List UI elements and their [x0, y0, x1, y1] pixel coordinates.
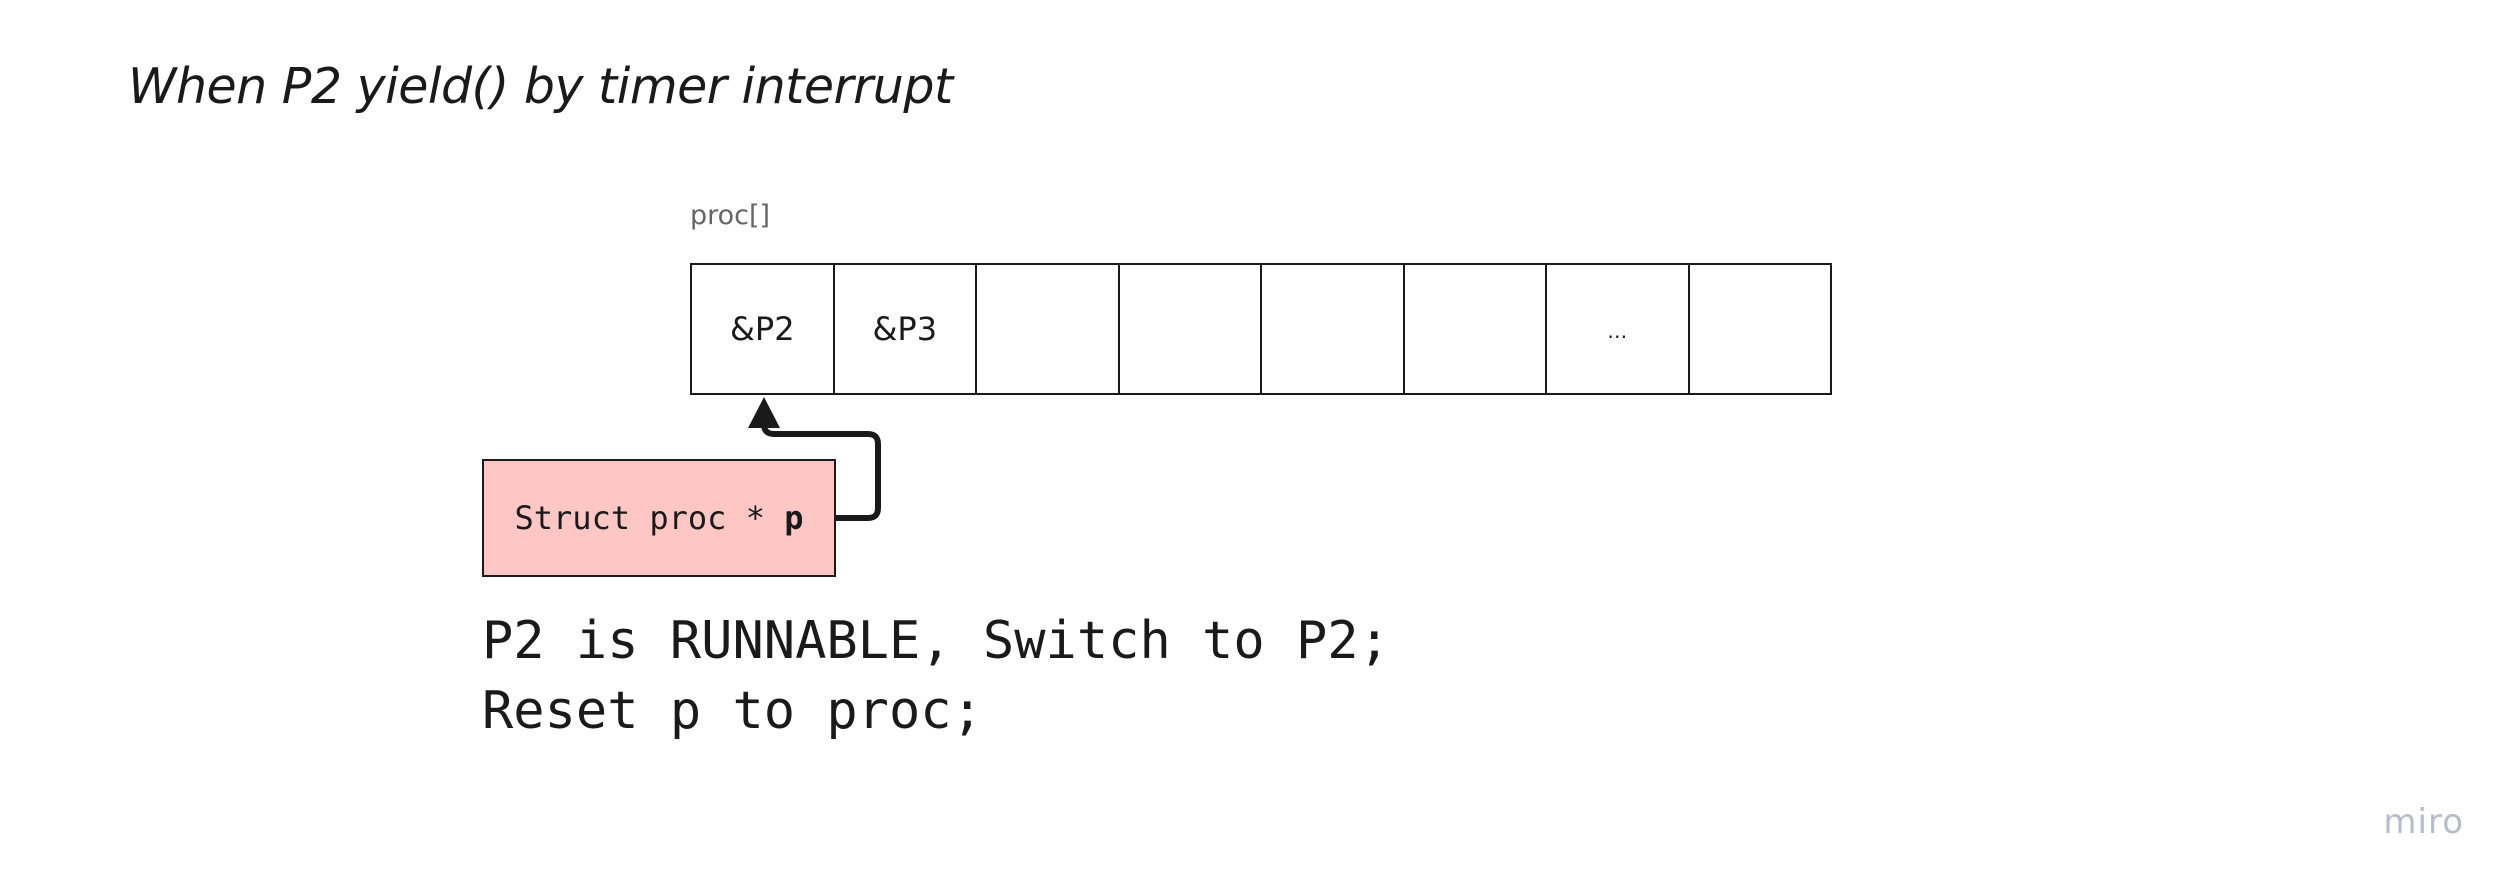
- description-line: P2 is RUNNABLE, Switch to P2;: [482, 611, 1390, 671]
- array-cell: [977, 265, 1120, 393]
- pointer-type-text: Struct proc *: [514, 499, 785, 537]
- array-cell: [1120, 265, 1262, 393]
- description-text: P2 is RUNNABLE, Switch to P2; Reset p to …: [482, 606, 1390, 746]
- array-label: proc[]: [690, 200, 771, 231]
- pointer-variable-box: Struct proc * p: [482, 459, 836, 577]
- array-cell-ellipsis: …: [1547, 265, 1690, 393]
- pointer-variable-name: p: [784, 499, 804, 537]
- array-cell: &P2: [692, 265, 835, 393]
- array-cell: [1690, 265, 1832, 393]
- pointer-arrow-head: [748, 397, 780, 428]
- proc-array: &P2 &P3 …: [690, 263, 1832, 395]
- miro-watermark: miro: [2383, 802, 2464, 842]
- description-line: Reset p to proc;: [482, 681, 983, 741]
- array-cell: &P3: [835, 265, 977, 393]
- array-cell: [1262, 265, 1405, 393]
- array-cell: [1405, 265, 1547, 393]
- diagram-title: When P2 yield() by timer interrupt: [128, 58, 953, 115]
